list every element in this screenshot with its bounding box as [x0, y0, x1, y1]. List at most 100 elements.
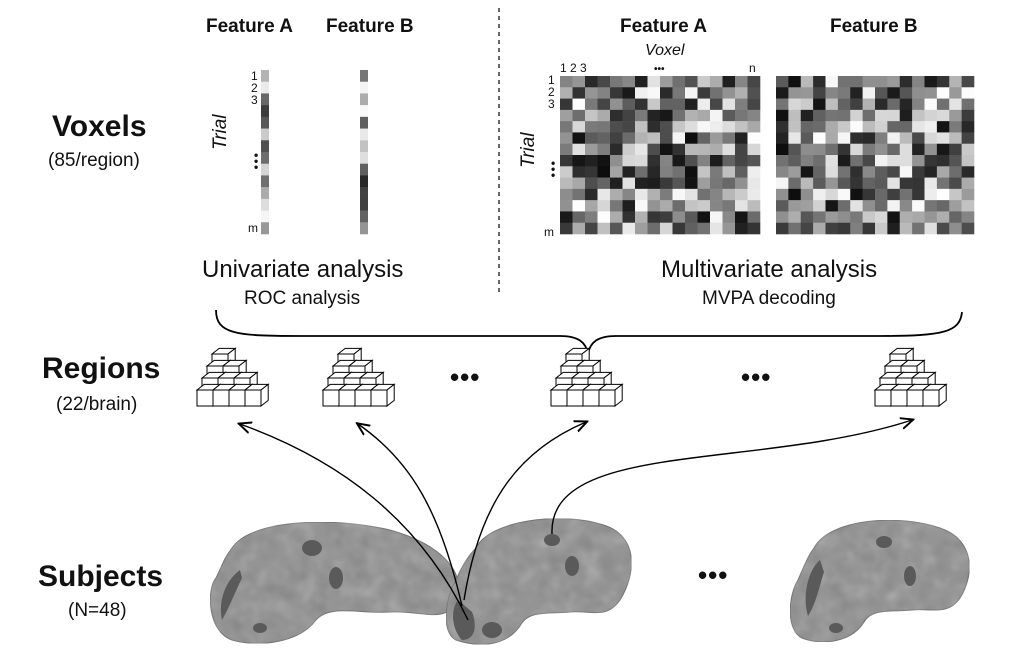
voxel-cell [862, 132, 876, 145]
voxel-cell [813, 222, 826, 235]
voxel-cell [735, 132, 748, 145]
voxel-cell [949, 155, 962, 167]
voxel-cell [813, 98, 826, 111]
multivariate-col-last: n [749, 61, 756, 75]
voxel-cell [825, 87, 839, 99]
voxel-cell [597, 222, 611, 235]
voxel-cell [261, 105, 269, 118]
voxel-cell [360, 116, 368, 129]
voxel-cell [924, 98, 938, 111]
voxel-cell [813, 211, 826, 224]
univariate-feature-b-label: Feature B [326, 16, 414, 37]
voxel-cell [825, 121, 839, 133]
voxel-cell [622, 109, 636, 122]
voxel-cell [585, 132, 598, 145]
voxel-cell [660, 211, 673, 224]
voxel-cell [560, 166, 573, 178]
voxel-cell [610, 188, 623, 201]
region-cubes-3 [549, 347, 624, 408]
voxel-cell [672, 222, 686, 235]
voxel-cell [560, 200, 573, 212]
voxel-cell [710, 155, 723, 167]
voxel-cell [597, 76, 611, 88]
voxel-cell [912, 177, 925, 190]
voxel-cell [776, 166, 789, 178]
voxel-cell [862, 109, 876, 122]
voxel-cell [961, 98, 975, 111]
univariate-row-ellipsis: ••• [254, 148, 259, 174]
voxel-cell [747, 222, 761, 235]
voxel-cell [912, 109, 925, 122]
voxel-cell [961, 166, 975, 178]
voxel-cell [875, 109, 888, 122]
voxel-cell [800, 200, 814, 212]
voxel-cell [825, 98, 839, 111]
grouping-brace [215, 309, 963, 355]
region-cubes-1 [195, 347, 270, 408]
voxel-cell [360, 198, 368, 211]
voxel-cell [261, 222, 269, 235]
voxel-cell [722, 177, 736, 190]
voxel-cell [788, 132, 802, 145]
voxel-cell [585, 98, 598, 111]
voxel-cell [572, 211, 586, 224]
voxel-cell [622, 132, 636, 145]
voxel-cell [776, 76, 789, 88]
voxel-cell [837, 132, 851, 145]
voxel-cell [697, 121, 711, 133]
voxel-cell [788, 155, 802, 167]
voxel-cell [912, 76, 925, 88]
voxel-cell [672, 188, 686, 201]
voxel-cell [850, 143, 863, 156]
univariate-row-m: m [248, 221, 258, 235]
voxel-cell [887, 76, 901, 88]
voxel-cell [622, 211, 636, 224]
voxel-cell [572, 98, 586, 111]
voxel-cell [850, 109, 863, 122]
voxel-cell [862, 98, 876, 111]
voxel-cell [572, 132, 586, 145]
voxel-cell [936, 98, 950, 111]
voxel-cell [635, 132, 648, 145]
voxel-cell [788, 222, 802, 235]
voxel-cell [899, 121, 913, 133]
voxel-cell [722, 132, 736, 145]
voxel-cell [610, 222, 623, 235]
voxel-cell [647, 200, 661, 212]
voxel-cell [961, 211, 975, 224]
voxel-cell [610, 166, 623, 178]
voxel-cell [660, 166, 673, 178]
voxel-cell [610, 143, 623, 156]
voxel-cell [912, 98, 925, 111]
voxel-cell [862, 211, 876, 224]
brain-subject-1 [209, 521, 460, 644]
voxel-cell [560, 109, 573, 122]
voxel-cell [936, 155, 950, 167]
voxel-cell [360, 128, 368, 141]
voxel-cell [949, 121, 962, 133]
voxel-cell [685, 222, 698, 235]
voxel-cell [572, 166, 586, 178]
voxel-cell [585, 143, 598, 156]
voxel-cell [800, 177, 814, 190]
voxel-cell [912, 87, 925, 99]
voxel-cell [747, 166, 761, 178]
voxel-cell [875, 200, 888, 212]
voxel-cell [800, 87, 814, 99]
voxel-cell [837, 87, 851, 99]
regions-subtitle: (22/brain) [56, 394, 138, 415]
voxel-cell [813, 76, 826, 88]
voxel-cell [747, 188, 761, 201]
voxel-cell [936, 211, 950, 224]
voxel-cell [585, 76, 598, 88]
voxel-cell [813, 188, 826, 201]
voxel-cell [622, 188, 636, 201]
voxel-cell [722, 188, 736, 201]
voxel-cell [837, 109, 851, 122]
voxel-cell [800, 222, 814, 235]
voxel-cell [722, 109, 736, 122]
voxel-cell [660, 87, 673, 99]
voxel-cell [912, 143, 925, 156]
voxel-cell [710, 121, 723, 133]
multivariate-feature-b-matrix [776, 76, 975, 235]
